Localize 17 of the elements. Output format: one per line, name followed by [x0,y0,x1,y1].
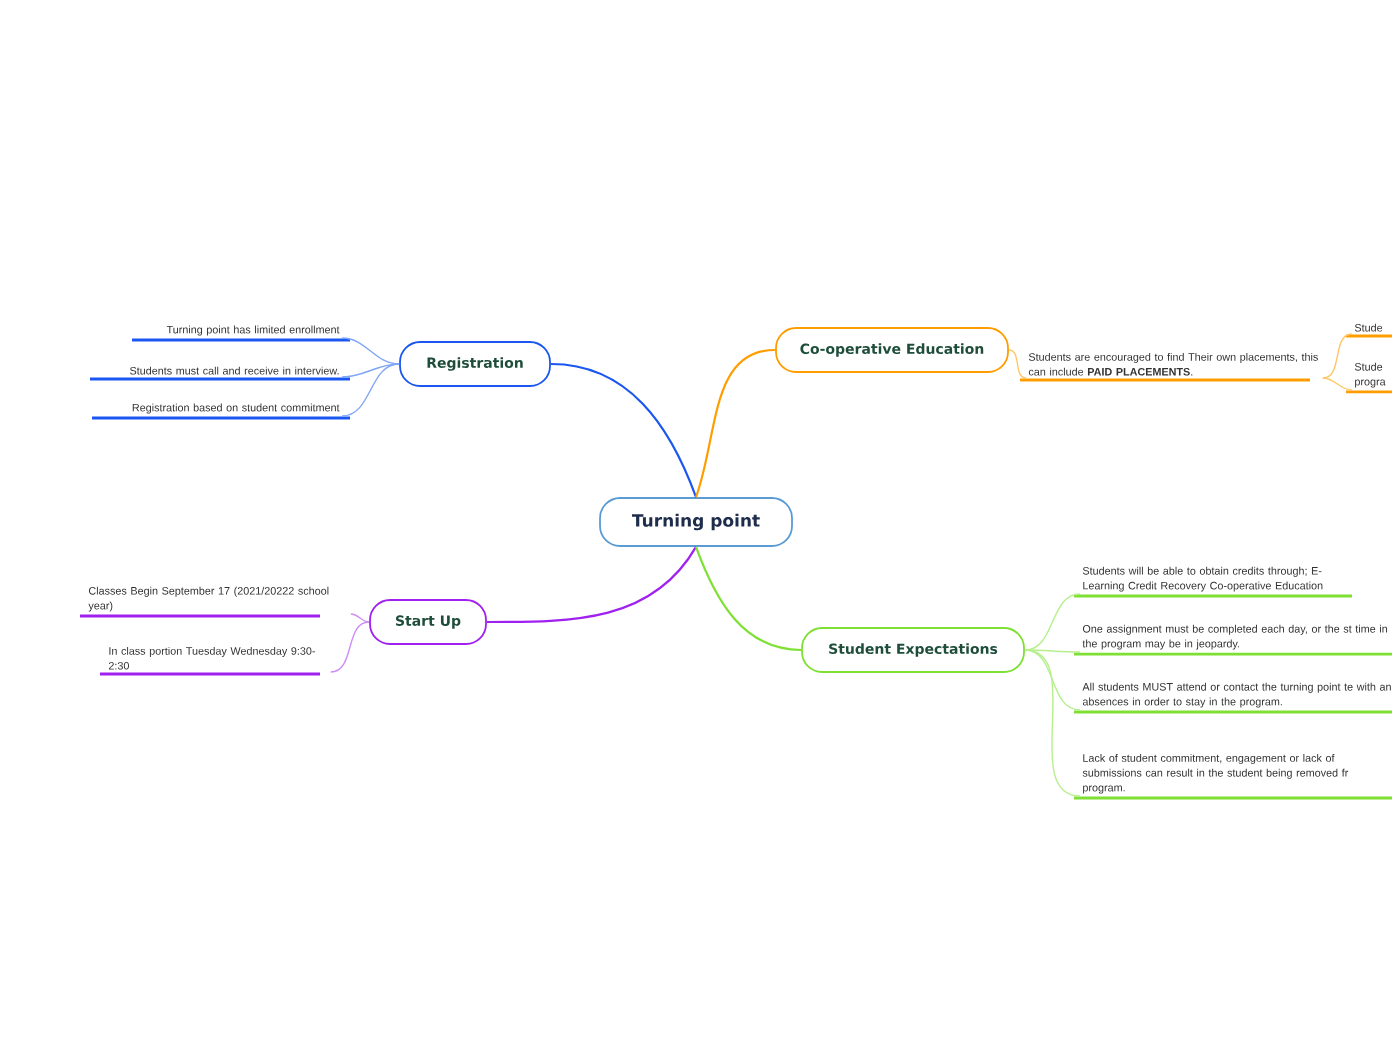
connector [1024,593,1081,651]
connector [330,621,370,673]
connector [1322,333,1353,379]
connector [1024,649,1081,711]
connector [1322,377,1353,391]
connector [1008,349,1027,379]
connector [350,613,370,623]
connector [341,337,400,365]
connector [695,546,802,652]
connector [550,362,698,498]
connector [341,363,400,378]
connector [1024,649,1081,653]
connector [486,546,697,624]
central-topic: Turning point [599,497,793,547]
connector [341,363,400,417]
connector [694,348,776,498]
connector [1024,649,1081,797]
